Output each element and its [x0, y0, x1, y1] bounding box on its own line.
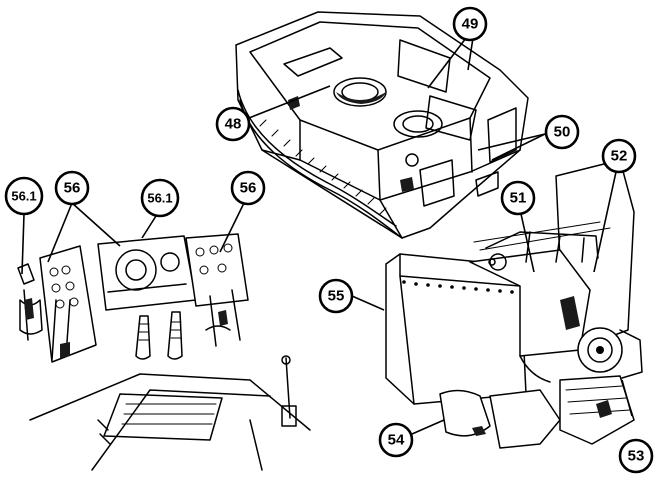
leader-50a: [477, 133, 546, 151]
leader-561a: [21, 213, 25, 275]
leader-56a2: [71, 202, 121, 247]
leader-50b: [491, 133, 546, 161]
leader-48: [248, 85, 331, 119]
callout-56-1-center: 56.1: [140, 178, 180, 218]
callout-50: 50: [544, 114, 580, 150]
callout-54: 54: [378, 422, 414, 458]
leader-561b: [141, 215, 157, 239]
leader-49b: [467, 37, 474, 71]
leader-49a: [427, 37, 467, 89]
callout-label-50: 50: [554, 124, 571, 141]
callout-label-56-1-center: 56.1: [147, 191, 172, 206]
leader-52: [593, 171, 617, 273]
vehicle-illustration: [235, 11, 529, 239]
leader-54: [411, 419, 445, 435]
callout-label-53: 53: [628, 448, 645, 465]
leader-51: [520, 213, 535, 273]
callout-51: 51: [500, 180, 536, 216]
callout-56-right: 56: [230, 170, 266, 206]
callout-53: 53: [618, 438, 654, 474]
callout-label-49: 49: [462, 16, 479, 33]
callout-55: 55: [318, 278, 354, 314]
callout-48: 48: [215, 106, 251, 142]
leader-56a1: [47, 202, 73, 263]
callout-label-52: 52: [611, 148, 628, 165]
leader-53: [621, 379, 633, 417]
callout-label-48: 48: [225, 116, 242, 133]
callout-56-1-left: 56.1: [4, 176, 44, 216]
leader-55: [351, 295, 385, 311]
callout-label-54: 54: [388, 432, 405, 449]
callout-56-left: 56: [54, 170, 90, 206]
leader-56b: [219, 202, 245, 253]
callout-52: 52: [601, 138, 637, 174]
callout-49: 49: [452, 6, 488, 42]
leader-lines: [21, 37, 633, 435]
engine-assembly-illustration: [385, 159, 643, 449]
callout-label-51: 51: [510, 190, 527, 207]
driver-compartment-illustration: [17, 233, 311, 471]
callout-label-56-left: 56: [64, 180, 81, 197]
callout-label-55: 55: [328, 288, 345, 305]
callout-label-56-1-left: 56.1: [11, 189, 36, 204]
callout-label-56-right: 56: [240, 180, 257, 197]
